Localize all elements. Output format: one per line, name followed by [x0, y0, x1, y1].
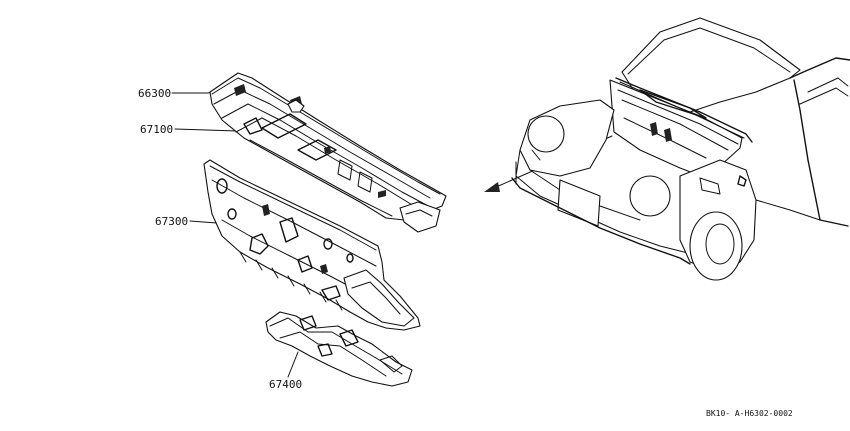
part-number-67300: 67300 [155, 215, 188, 228]
dash-panel-drawing [203, 159, 421, 331]
callout-67100: 67100 [140, 123, 239, 136]
leader-line-67400 [287, 351, 299, 378]
part-number-66300: 66300 [138, 87, 171, 100]
part-number-67400: 67400 [269, 378, 302, 391]
dash-lower-drawing [265, 311, 413, 387]
callout-67400: 67400 [269, 351, 302, 391]
reference-code: BK10- A-H6302-0002 [706, 409, 793, 418]
headlamp-right [629, 175, 671, 217]
cowl-top-panel-drawing [209, 72, 447, 233]
part-number-67100: 67100 [140, 123, 173, 136]
leader-line-67100 [174, 128, 239, 132]
vehicle-illustration [511, 17, 850, 281]
headlamp-left [527, 115, 565, 153]
